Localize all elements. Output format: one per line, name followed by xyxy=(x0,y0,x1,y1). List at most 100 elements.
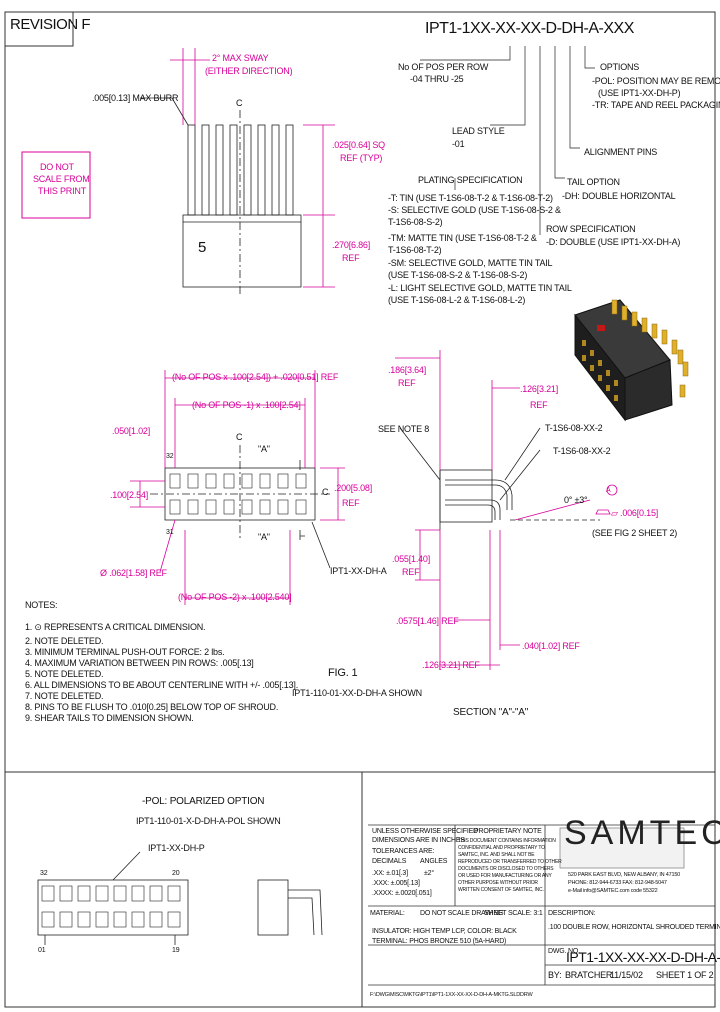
do-not-scale-box xyxy=(21,151,91,219)
fig1-dim-height: .200[5.08] xyxy=(334,483,373,493)
sec-dim-0575: .0575[1.46] REF xyxy=(396,616,459,626)
tb-dwg-no-label: DWG. NO. xyxy=(548,948,580,955)
note-item: 8. PINS TO BE FLUSH TO .010[0.25] BELOW … xyxy=(25,702,279,712)
tb-angle-tol: ±2° xyxy=(424,870,434,877)
no-pos-label: No OF POS PER ROW xyxy=(398,62,489,72)
note-item: 5. NOTE DELETED. xyxy=(25,669,104,679)
tb-company-addr-1: 520 PARK EAST BLVD, NEW ALBANY, IN 47150 xyxy=(568,872,681,878)
company-logo: SAMTEC xyxy=(564,814,720,852)
tb-by: BRATCHER xyxy=(565,970,613,980)
option-leaders xyxy=(420,46,595,235)
tb-tol1: .XX: ±.01[.3] xyxy=(372,870,408,877)
tb-unless: UNLESS OTHERWISE SPECIFIED xyxy=(372,828,478,835)
sec-see-fig: (SEE FIG 2 SHEET 2) xyxy=(592,528,678,538)
sq-ref: REF (TYP) xyxy=(340,153,383,163)
tb-description: .100 DOUBLE ROW, HORIZONTAL SHROUDED TER… xyxy=(548,924,720,931)
burr-label: .005[0.13] MAX BURR xyxy=(92,93,179,103)
sec-dim-top1-ref: REF xyxy=(398,378,416,388)
fig1-dim-left: .050[1.02] xyxy=(112,426,151,436)
fig1-subtitle: IPT1-110-01-XX-D-DH-A SHOWN xyxy=(292,688,422,698)
plating-line: -T: TIN (USE T-1S6-08-T-2 & T-1S6-08-T-2… xyxy=(388,193,553,203)
revision-box xyxy=(4,11,74,47)
notes-title: NOTES: xyxy=(25,600,58,610)
plating-line: -SM: SELECTIVE GOLD, MATTE TIN TAIL xyxy=(388,258,553,268)
fig1-pin-top: 32 xyxy=(166,453,174,460)
fig1-dim-height-ref: REF xyxy=(342,498,360,508)
sec-datum: A xyxy=(606,487,611,494)
row-spec-label: ROW SPECIFICATION xyxy=(546,224,636,234)
section-title: SECTION "A"-"A" xyxy=(453,707,529,718)
revision-label: REVISION F xyxy=(10,16,91,33)
section-aa xyxy=(395,350,618,670)
tb-angles: ANGLES xyxy=(420,858,448,865)
side-view xyxy=(140,48,335,295)
note-item: 1. ⊙ REPRESENTS A CRITICAL DIMENSION. xyxy=(25,622,206,632)
tb-dims-in: DIMENSIONS ARE IN INCHES xyxy=(372,837,465,844)
sec-dim-055-ref: REF xyxy=(402,567,420,577)
sec-dim-040: .040[1.02] REF xyxy=(522,641,580,651)
note-item: 3. MINIMUM TERMINAL PUSH-OUT FORCE: 2 lb… xyxy=(25,647,225,657)
option-tr: -TR: TAPE AND REEL PACKAGING xyxy=(592,100,720,110)
tb-sheet-scale: SHEET SCALE: 3:1 xyxy=(484,910,543,917)
pol-num-top-right: 20 xyxy=(172,870,180,877)
fig1-dim-pitch: .100[2.54] xyxy=(110,490,149,500)
sec-dim-top2: .126[3.21] xyxy=(520,384,559,394)
tb-proprietary: PROPRIETARY NOTE xyxy=(474,828,542,835)
options-label: OPTIONS xyxy=(600,62,640,72)
fig1-section-a-bottom: "A" xyxy=(258,532,270,542)
sq-label: .025[0.64] SQ xyxy=(332,140,385,150)
option-pol-2: (USE IPT1-XX-DH-P) xyxy=(598,88,681,98)
sheet-border xyxy=(4,11,716,1008)
fig1-pin-bottom: 31 xyxy=(166,529,174,536)
fig1-section-a-top: "A" xyxy=(258,444,270,454)
sec-dim-top2-ref: REF xyxy=(530,400,548,410)
fig1-dim-second: (No OF POS -1) x .100[2.54] xyxy=(192,400,301,410)
tb-prop-line: OR USED FOR MANUFACTURING OR ANY xyxy=(458,873,552,879)
tb-material-label: MATERIAL: xyxy=(370,910,405,917)
pol-view xyxy=(37,851,323,945)
fig1-cl-right: C xyxy=(322,487,329,497)
fig1-top-view xyxy=(130,370,345,605)
plating-line: (USE T-1S6-08-S-2 & T-1S6-08-S-2) xyxy=(388,270,528,280)
sec-part2: T-1S6-08-XX-2 xyxy=(553,446,611,456)
plating-line: -L: LIGHT SELECTIVE GOLD, MATTE TIN TAIL xyxy=(388,283,572,293)
connector-3d-image xyxy=(574,299,689,422)
do-not-scale-1: DO NOT xyxy=(40,162,74,172)
tb-date: 11/15/02 xyxy=(610,970,643,980)
option-pol: -POL: POSITION MAY BE REMOVED xyxy=(592,76,720,86)
sec-part1: T-1S6-08-XX-2 xyxy=(545,423,603,433)
do-not-scale-3: THIS PRINT xyxy=(38,186,87,196)
tb-prop-line: THIS DOCUMENT CONTAINS INFORMATION xyxy=(458,838,556,844)
plating-line: T-1S6-08-S-2) xyxy=(388,217,443,227)
side-view-pins xyxy=(187,124,294,216)
sec-dim-top1: .186[3.64] xyxy=(388,365,427,375)
lead-style-value: -01 xyxy=(452,139,465,149)
sec-dim-126b: .126[3.21] REF xyxy=(422,660,480,670)
tb-by-label: BY: xyxy=(548,970,562,980)
tb-decimals: DECIMALS xyxy=(372,858,407,865)
plating-line: -S: SELECTIVE GOLD (USE T-1S6-08-S-2 & xyxy=(388,205,561,215)
fig1-cl-top: C xyxy=(236,432,243,442)
sec-dim-055: .055[1.40] xyxy=(392,554,431,564)
tb-prop-line: REPRODUCED OR TRANSFERRED TO OTHER xyxy=(458,859,562,865)
tail-option-value: -DH: DOUBLE HORIZONTAL xyxy=(562,191,676,201)
tb-tol: TOLERANCES ARE: xyxy=(372,848,435,855)
sec-angle: 0° ±3° xyxy=(564,495,588,505)
pol-title: -POL: POLARIZED OPTION xyxy=(142,796,265,807)
sway-label: 2° MAX SWAY xyxy=(212,53,269,63)
fig1-title: FIG. 1 xyxy=(328,667,358,679)
part-number-title: IPT1-1XX-XX-XX-D-DH-A-XXX xyxy=(425,20,634,37)
side-view-body xyxy=(182,214,302,288)
tb-tol2: .XXX: ±.005[.13] xyxy=(372,880,420,887)
tb-insulator: INSULATOR: HIGH TEMP LCP, COLOR: BLACK xyxy=(372,928,517,935)
title-block-grid xyxy=(368,824,715,986)
note-item: 2. NOTE DELETED. xyxy=(25,636,104,646)
no-pos-range: -04 THRU -25 xyxy=(410,74,464,84)
alignment-pins: ALIGNMENT PINS xyxy=(584,147,658,157)
tb-description-label: DESCRIPTION: xyxy=(548,910,596,917)
sec-flat: ▱ .006[0.15] xyxy=(611,508,659,518)
note-item: 7. NOTE DELETED. xyxy=(25,691,104,701)
fig1-dim-pin: Ø .062[1.58] REF xyxy=(100,568,167,578)
plating-line: T-1S6-08-T-2) xyxy=(388,245,442,255)
